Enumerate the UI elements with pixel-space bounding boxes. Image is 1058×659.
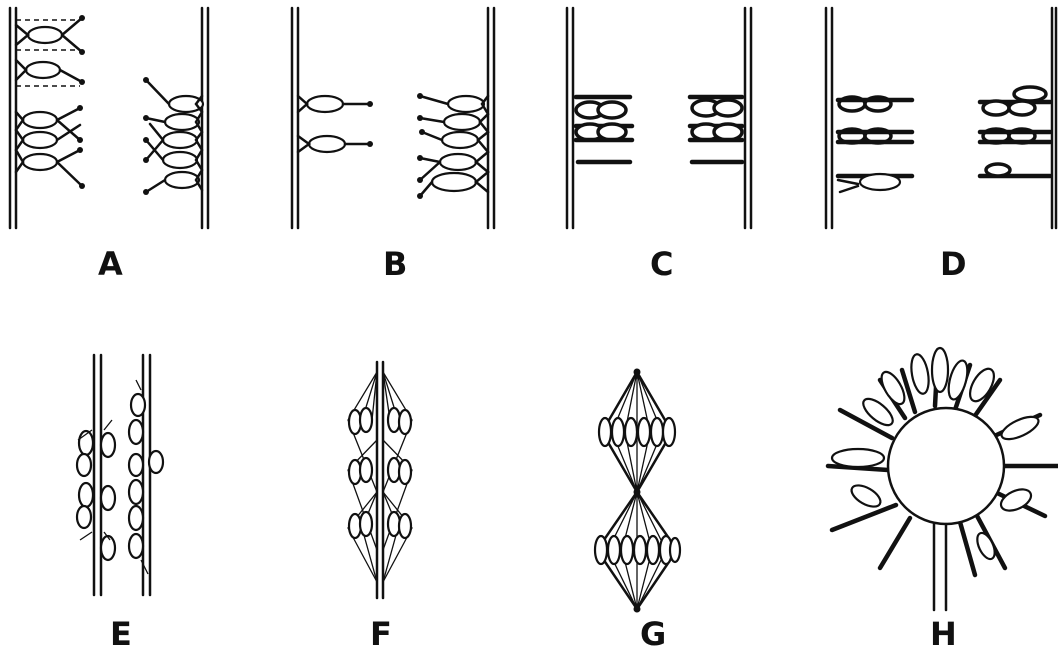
panel-e-label: E [110,615,132,653]
panel-b-drawing [290,6,496,230]
panel-a-right-cells [143,77,205,195]
panel-f-cells [347,406,413,540]
panel-c-label: C [650,245,674,283]
panel-b-left-cells [296,94,373,154]
panel-g-label: G [640,615,667,653]
panel-f-label: F [370,615,392,653]
panel-d-right-cells [977,85,1053,179]
panel-g-spindle-lower [593,489,682,612]
panel-e-left-cells [75,419,117,562]
panel-d-label: D [940,245,967,283]
panel-b-label: B [383,245,408,283]
panel-d-drawing [824,6,1058,230]
panel-c-right-cells [687,94,745,165]
panel-c-left-cells [573,94,635,165]
panel-e-right-cells [127,379,165,575]
panel-d-left-cells [835,95,915,194]
panel-c-drawing [565,6,753,230]
panel-g-spindle-upper [597,369,677,495]
panel-a-drawing [8,6,210,230]
panel-e-drawing [75,353,165,597]
panel-h-label: H [930,615,957,653]
panel-g-drawing [593,368,682,613]
panel-f-drawing [347,360,413,600]
panel-h-cells [830,346,1040,561]
panel-h-drawing [825,346,1058,612]
panel-b-right-cells [417,93,490,199]
panel-a-left-cells [14,15,85,189]
panel-a-label: A [98,245,123,283]
